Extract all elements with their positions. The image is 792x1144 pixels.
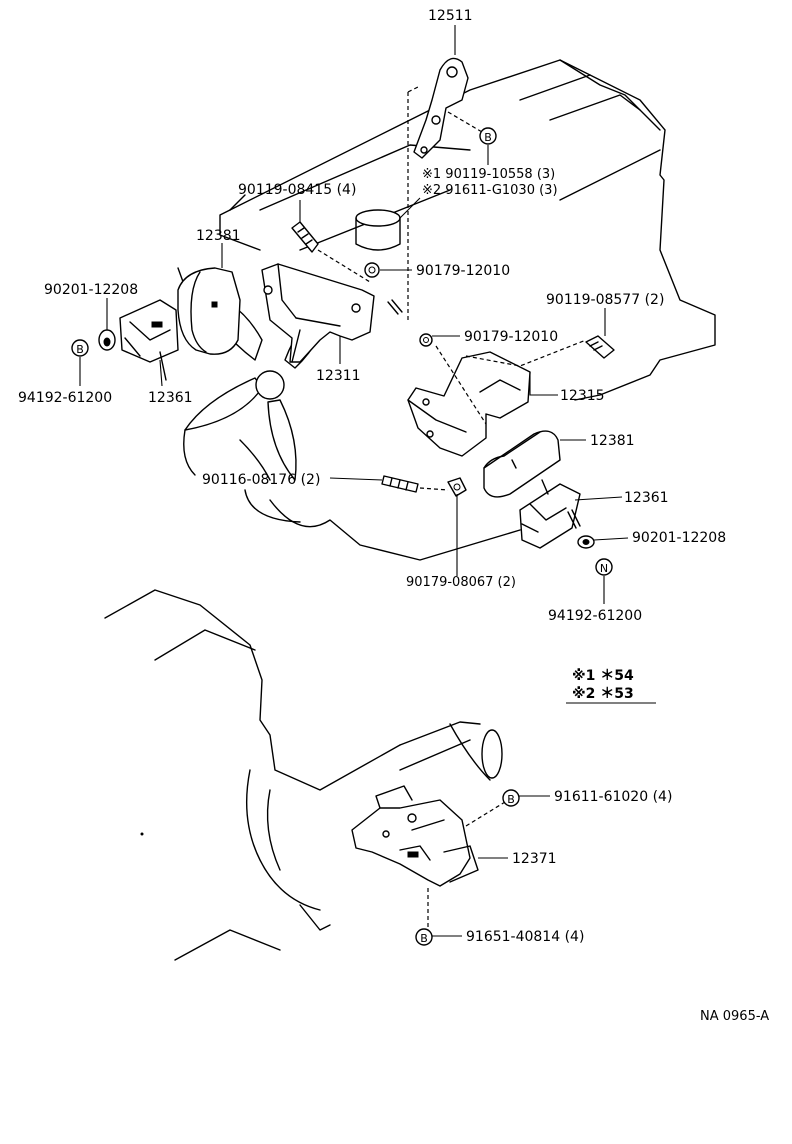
label-90119-08415: 90119-08415 (4): [238, 182, 356, 198]
label-94192-61200-left: 94192-61200: [18, 390, 112, 406]
label-90116-08176: 90116-08176 (2): [202, 472, 320, 488]
insulator-left: [177, 267, 241, 355]
label-12381-top: 12381: [196, 228, 241, 244]
label-90201-12208-left: 90201-12208: [44, 282, 138, 298]
label-12361-right: 12361: [624, 490, 669, 506]
mount-right: [519, 479, 581, 549]
marker-n-right: N: [595, 558, 613, 576]
insulator-right: [483, 430, 561, 498]
label-90179-12010-mid: 90179-12010: [464, 329, 558, 345]
label-12371: 12371: [512, 851, 557, 867]
label-91651-40814: 91651-40814 (4): [466, 929, 584, 945]
stud-90116-08176: [381, 475, 449, 493]
small-stud: [387, 299, 403, 315]
oil-filler-cap: [355, 209, 401, 251]
marker-n-right-letter: N: [600, 562, 608, 575]
bolt-90119-08415: [291, 221, 371, 283]
nut-90179-12010-mid: [419, 333, 433, 347]
transmission-outline: [104, 589, 503, 961]
drawing-id: NA 0965-A: [700, 1009, 769, 1024]
label-12511: 12511: [428, 8, 473, 24]
stray-dot: [140, 832, 144, 836]
marker-b-left: B: [71, 339, 89, 357]
mount-left: [119, 299, 179, 381]
marker-b-rear-top: B: [502, 789, 520, 807]
variant-legend: ※1 ＊54 ※2 ＊53: [566, 668, 656, 704]
label-90201-12208-right: 90201-12208: [632, 530, 726, 546]
label-91611-61020: 91611-61020 (4): [554, 789, 672, 805]
label-90119-10558: ※1 90119-10558 (3): [422, 167, 555, 182]
bolt-90119-08577: [585, 335, 615, 359]
washer-right: [577, 535, 595, 549]
marker-b-rear-bottom-letter: B: [420, 932, 428, 945]
callout-labels: 12511 ※1 90119-10558 (3) ※2 91611-G1030 …: [18, 8, 726, 945]
engine-hanger-part: [407, 57, 483, 320]
nut-90179-08067: [447, 477, 467, 497]
label-12381-right: 12381: [590, 433, 635, 449]
engine-block-outline: [219, 59, 716, 561]
label-90179-12010-top: 90179-12010: [416, 263, 510, 279]
legend-row-2: ※2 ＊53: [572, 686, 634, 702]
marker-b-left-letter: B: [76, 343, 84, 356]
nut-90179-12010-top: [364, 262, 380, 278]
marker-b-rear-top-letter: B: [507, 793, 515, 806]
label-91611-G1030: ※2 91611-G1030 (3): [422, 183, 558, 198]
label-90179-08067: 90179-08067 (2): [406, 575, 516, 590]
washer-left: [98, 329, 116, 351]
label-12361-left: 12361: [148, 390, 193, 406]
label-12315: 12315: [560, 388, 605, 404]
legend-row-1: ※1 ＊54: [572, 668, 634, 684]
marker-b-rear-bottom: B: [415, 928, 433, 946]
label-94192-61200-right: 94192-61200: [548, 608, 642, 624]
rear-mount-12371: [351, 785, 506, 930]
label-90119-08577: 90119-08577 (2): [546, 292, 664, 308]
marker-b-top: B: [479, 127, 497, 145]
label-12311: 12311: [316, 368, 361, 384]
leader-lines: [79, 25, 629, 937]
marker-b-top-letter: B: [484, 131, 492, 144]
bracket-left: [261, 263, 375, 363]
